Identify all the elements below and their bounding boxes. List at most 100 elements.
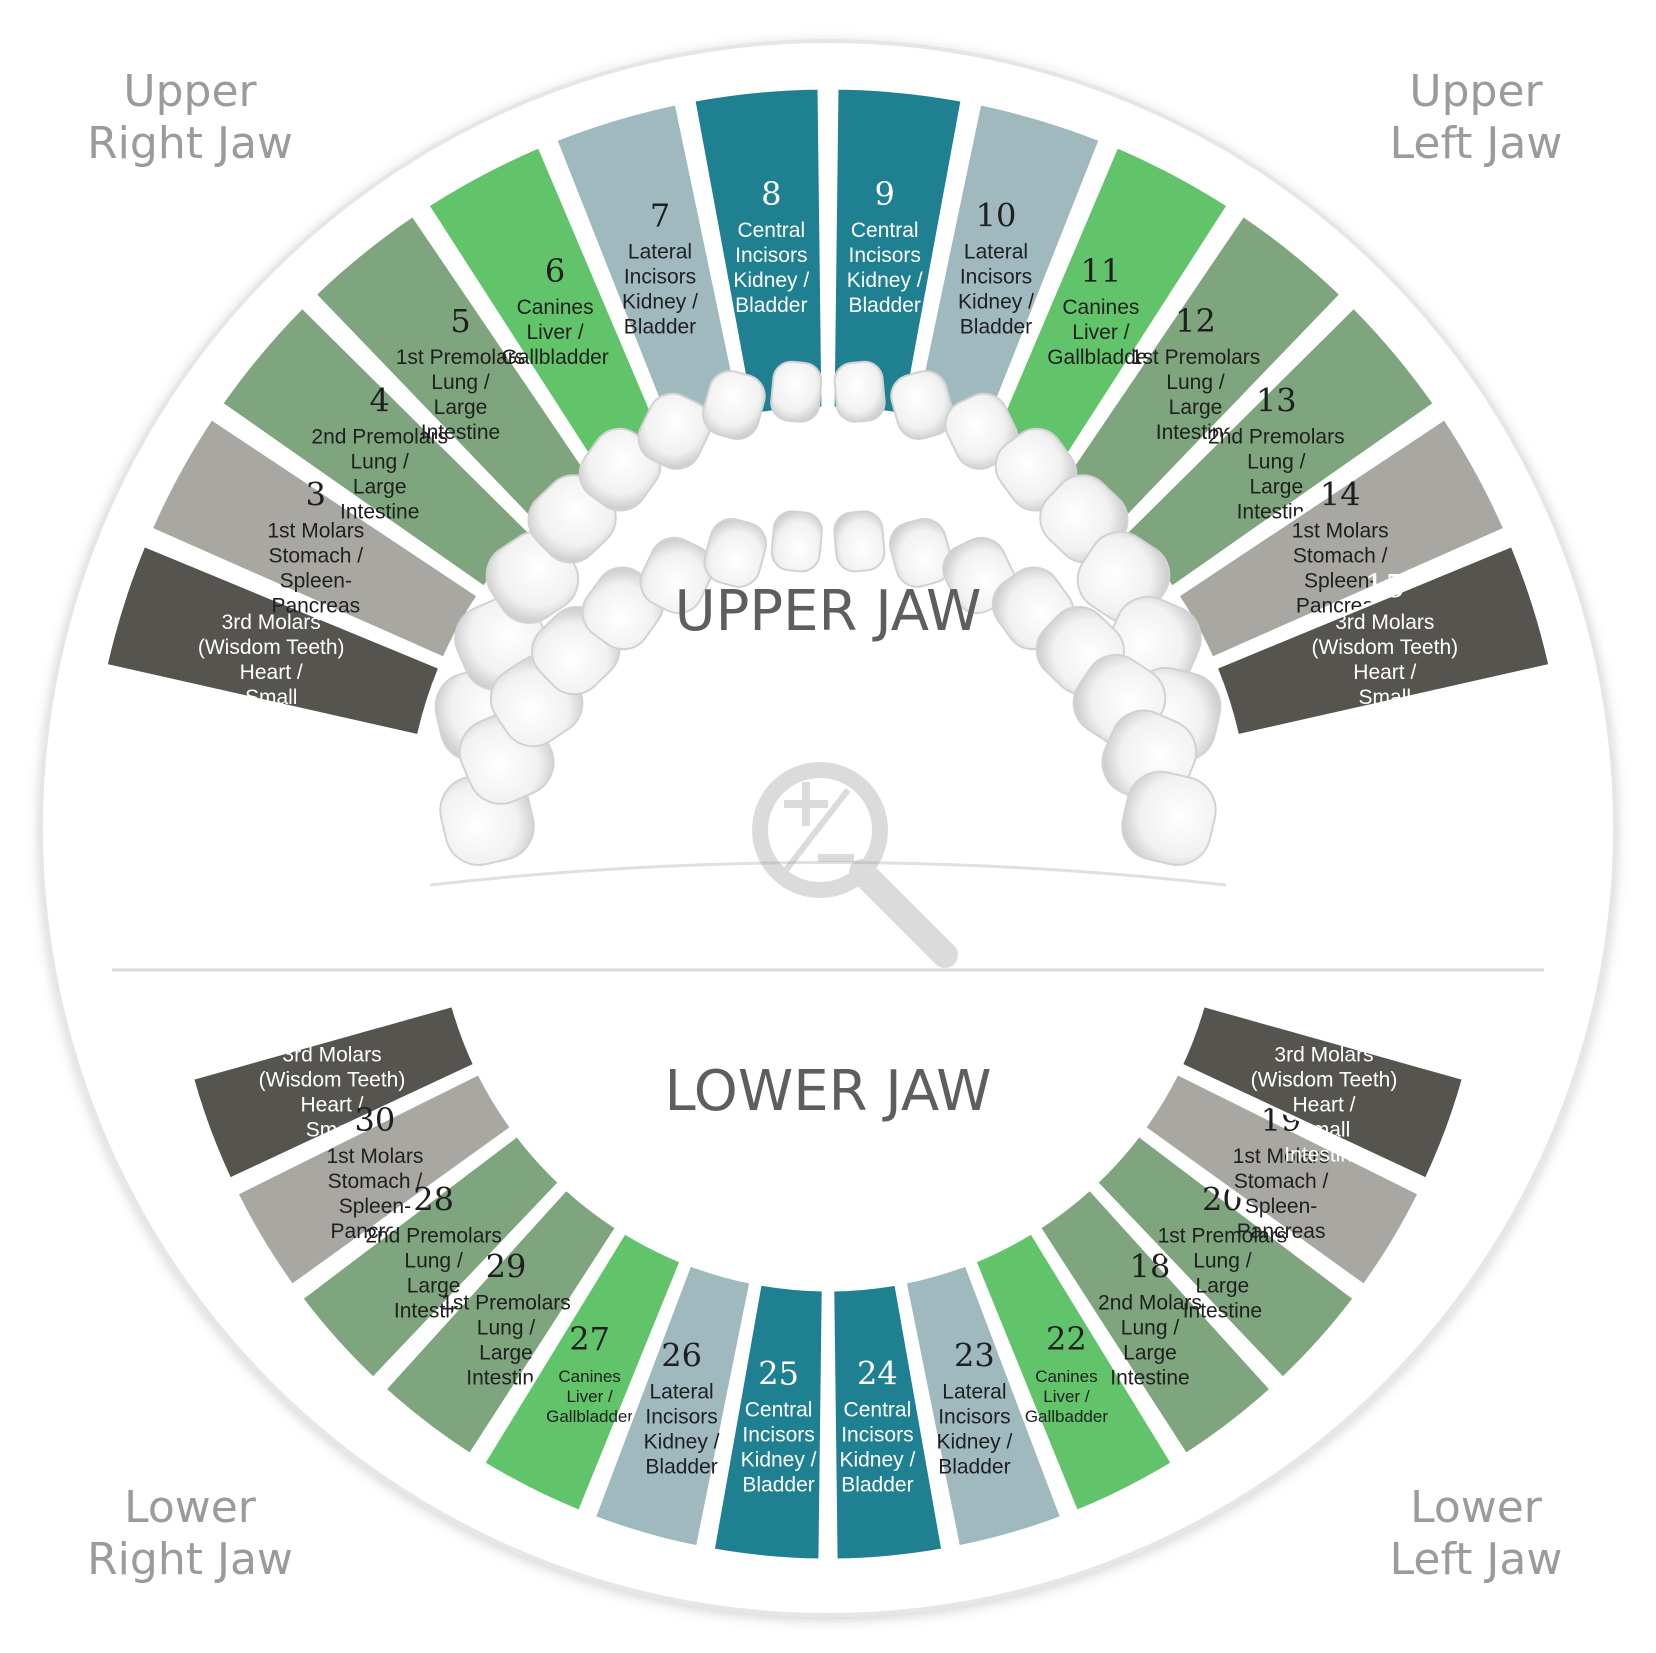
tooth-label-line: Large xyxy=(1169,396,1223,419)
tooth-label-line: Stomach / xyxy=(1293,544,1388,567)
tooth-label-line: Gallbladder xyxy=(546,1407,633,1426)
tooth-label-line: Kidney / xyxy=(644,1430,720,1453)
tooth-segment-15 xyxy=(1214,543,1552,738)
tooth-label-line: Kidney / xyxy=(936,1430,1012,1453)
tooth-label-line: Small xyxy=(245,686,298,709)
tooth-segment-17 xyxy=(1179,1003,1466,1182)
tooth-label-line: 2nd Molars xyxy=(1098,1292,1202,1315)
tooth-label-line: Intestine xyxy=(1284,1144,1363,1167)
tooth-segment-1 xyxy=(104,543,442,738)
tooth-label-line: Bladder xyxy=(960,316,1032,339)
tooth-crown-shape xyxy=(703,518,768,588)
tooth-label-line: Intestine xyxy=(466,1367,545,1390)
tooth-label-line: Lateral xyxy=(964,241,1028,264)
tooth-segment-24 xyxy=(831,1282,945,1562)
tooth-label-line: Bladder xyxy=(841,1474,913,1497)
tooth-label-line: Liver / xyxy=(527,321,584,344)
tooth-label-line: (Wisdom Teeth) xyxy=(198,636,345,659)
tooth-label-line: Incisors xyxy=(938,1405,1010,1428)
tooth-label-line: 1st Molars xyxy=(267,519,364,542)
tooth-label-line: Kidney / xyxy=(847,269,923,292)
upper-jaw-title: UPPER JAW xyxy=(675,579,982,644)
tooth-label-line: Incisors xyxy=(849,244,921,267)
tooth-label-line: Bladder xyxy=(849,294,921,317)
tooth-number: 11 xyxy=(1081,252,1122,290)
corner-label-lower-left-jaw: Lower Left Jaw xyxy=(1326,1482,1626,1586)
tooth-segment-8 xyxy=(692,86,825,417)
tooth-segment-18 xyxy=(1037,1186,1274,1457)
tooth-label-line: Incisors xyxy=(841,1424,913,1447)
tooth-label-line: (Wisdom Teeth) xyxy=(259,1069,406,1092)
tooth-label-line: 1st Premolars xyxy=(1158,1225,1288,1248)
tooth-label-line: Large xyxy=(407,1275,461,1298)
tooth-label-line: Large xyxy=(434,396,488,419)
tooth-label-line: Large xyxy=(353,476,407,499)
tooth-label-line: Small xyxy=(306,1119,359,1142)
tooth-label-line: Spleen- xyxy=(280,569,352,592)
tooth-number: 9 xyxy=(875,175,895,213)
tooth-number: 24 xyxy=(857,1355,898,1393)
tooth-number: 15 xyxy=(1364,567,1405,605)
tooth-label-line: Bladder xyxy=(938,1455,1010,1478)
tooth-crown-shape xyxy=(770,510,823,573)
tooth-label-line: Heart / xyxy=(300,1094,363,1117)
tooth-crown xyxy=(639,536,714,614)
tooth-label-line: Lateral xyxy=(649,1380,713,1403)
tooth-label-line: 1st Molars xyxy=(1233,1145,1330,1168)
tooth-label-line: Spleen- xyxy=(339,1195,411,1218)
tooth-label-line: Bladder xyxy=(735,294,807,317)
corner-label-upper-right-jaw: Upper Right Jaw xyxy=(40,66,340,170)
tooth-label-line: Central xyxy=(737,219,805,242)
tooth-label-line: Small xyxy=(1298,1119,1351,1142)
tooth-crown xyxy=(703,518,768,588)
tooth-label-line: Incisors xyxy=(735,244,807,267)
tooth-number: 14 xyxy=(1320,475,1361,513)
tooth-label-line: Liver / xyxy=(1072,321,1129,344)
tooth-label-line: Canines xyxy=(558,1367,620,1386)
tooth-label-line: 2nd Premolars xyxy=(1208,426,1345,449)
tooth-crown-shape xyxy=(1121,770,1217,866)
tooth-number: 27 xyxy=(569,1320,610,1358)
tooth-label-line: Canines xyxy=(1035,1367,1097,1386)
tooth-label-line: Intestine xyxy=(1156,421,1235,444)
tooth-label-line: Lateral xyxy=(942,1380,1006,1403)
tooth-label-line: Lung / xyxy=(351,451,410,474)
tooth-label-line: Intestine xyxy=(1110,1367,1189,1390)
tooth-label-line: Central xyxy=(851,219,919,242)
corner-line: Upper xyxy=(1409,66,1543,117)
tooth-label-line: Gallbladder xyxy=(1047,346,1154,369)
tooth-label-line: 2nd Premolars xyxy=(311,426,448,449)
tooth-segment-26 xyxy=(592,1262,753,1549)
corner-line: Right Jaw xyxy=(87,118,293,169)
tooth-label-line: 1st Premolars xyxy=(1131,346,1261,369)
tooth-segment-28 xyxy=(299,1133,562,1381)
tooth-label-line: Lung / xyxy=(404,1250,463,1273)
tooth-label-line: Large xyxy=(1249,476,1303,499)
tooth-label-line: Kidney / xyxy=(839,1449,915,1472)
tooth-number: 29 xyxy=(486,1248,527,1286)
corner-label-lower-right-jaw: Lower Right Jaw xyxy=(40,1482,340,1586)
tooth-label-line: Intestine xyxy=(1345,711,1424,734)
tooth-crown-shape xyxy=(888,518,953,588)
tooth-number: 3 xyxy=(306,475,326,513)
bite-curve xyxy=(429,861,1227,887)
tooth-label-line: Liver / xyxy=(566,1387,613,1406)
tooth-label-line: Intestine xyxy=(340,501,419,524)
tooth-label-line: Liver / xyxy=(1043,1387,1090,1406)
tooth-number: 7 xyxy=(650,197,670,235)
tooth-label-line: Small xyxy=(1359,686,1412,709)
